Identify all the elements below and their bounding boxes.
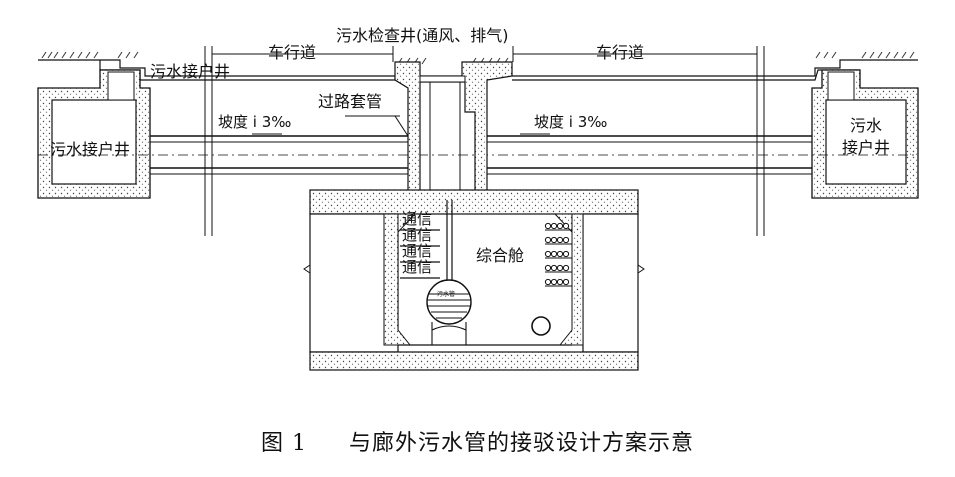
- carriageway-left-label: 车行道: [268, 43, 317, 62]
- vertical-drop-pipe: [446, 200, 453, 286]
- pipe-small-label: 污水管: [437, 291, 456, 298]
- figure-caption: 图 1 与廊外污水管的接驳设计方案示意: [0, 425, 955, 457]
- household-well-top-label: 污水接户井: [150, 62, 231, 81]
- main-sewer-pipe: [426, 279, 472, 345]
- compartment-label: 综合舱: [476, 246, 525, 265]
- soil-hatch: [41, 51, 915, 65]
- household-well-left-label: 污水接户井: [50, 140, 131, 159]
- comm-label-3: 通信: [402, 242, 433, 260]
- inspection-well: [394, 61, 513, 209]
- casing-pipe-label: 过路套管: [318, 92, 383, 111]
- inspection-well-label: 污水检查井(通风、排气): [336, 26, 509, 45]
- figure-number: 图 1: [260, 431, 307, 456]
- comm-label-4: 通信: [402, 258, 433, 276]
- slope-right-label: 坡度 i 3‰: [534, 113, 608, 131]
- comm-label-1: 通信: [402, 210, 433, 228]
- carriageway-right-label: 车行道: [596, 43, 645, 62]
- utility-tunnel: [303, 189, 645, 371]
- dimension-lines: [204, 46, 765, 236]
- right-household-well: [811, 69, 919, 199]
- slope-left-label: 坡度 i 3‰: [218, 113, 292, 131]
- figure-title: 与廊外污水管的接驳设计方案示意: [348, 431, 694, 456]
- comm-label-2: 通信: [402, 226, 433, 244]
- household-well-right-label-2: 接户井: [842, 138, 891, 157]
- household-well-right-label-1: 污水: [850, 116, 883, 135]
- cable-tray: [544, 222, 573, 292]
- comm-cable-ticks: [400, 229, 440, 279]
- small-pipe: [531, 316, 551, 336]
- left-household-well: [37, 69, 151, 199]
